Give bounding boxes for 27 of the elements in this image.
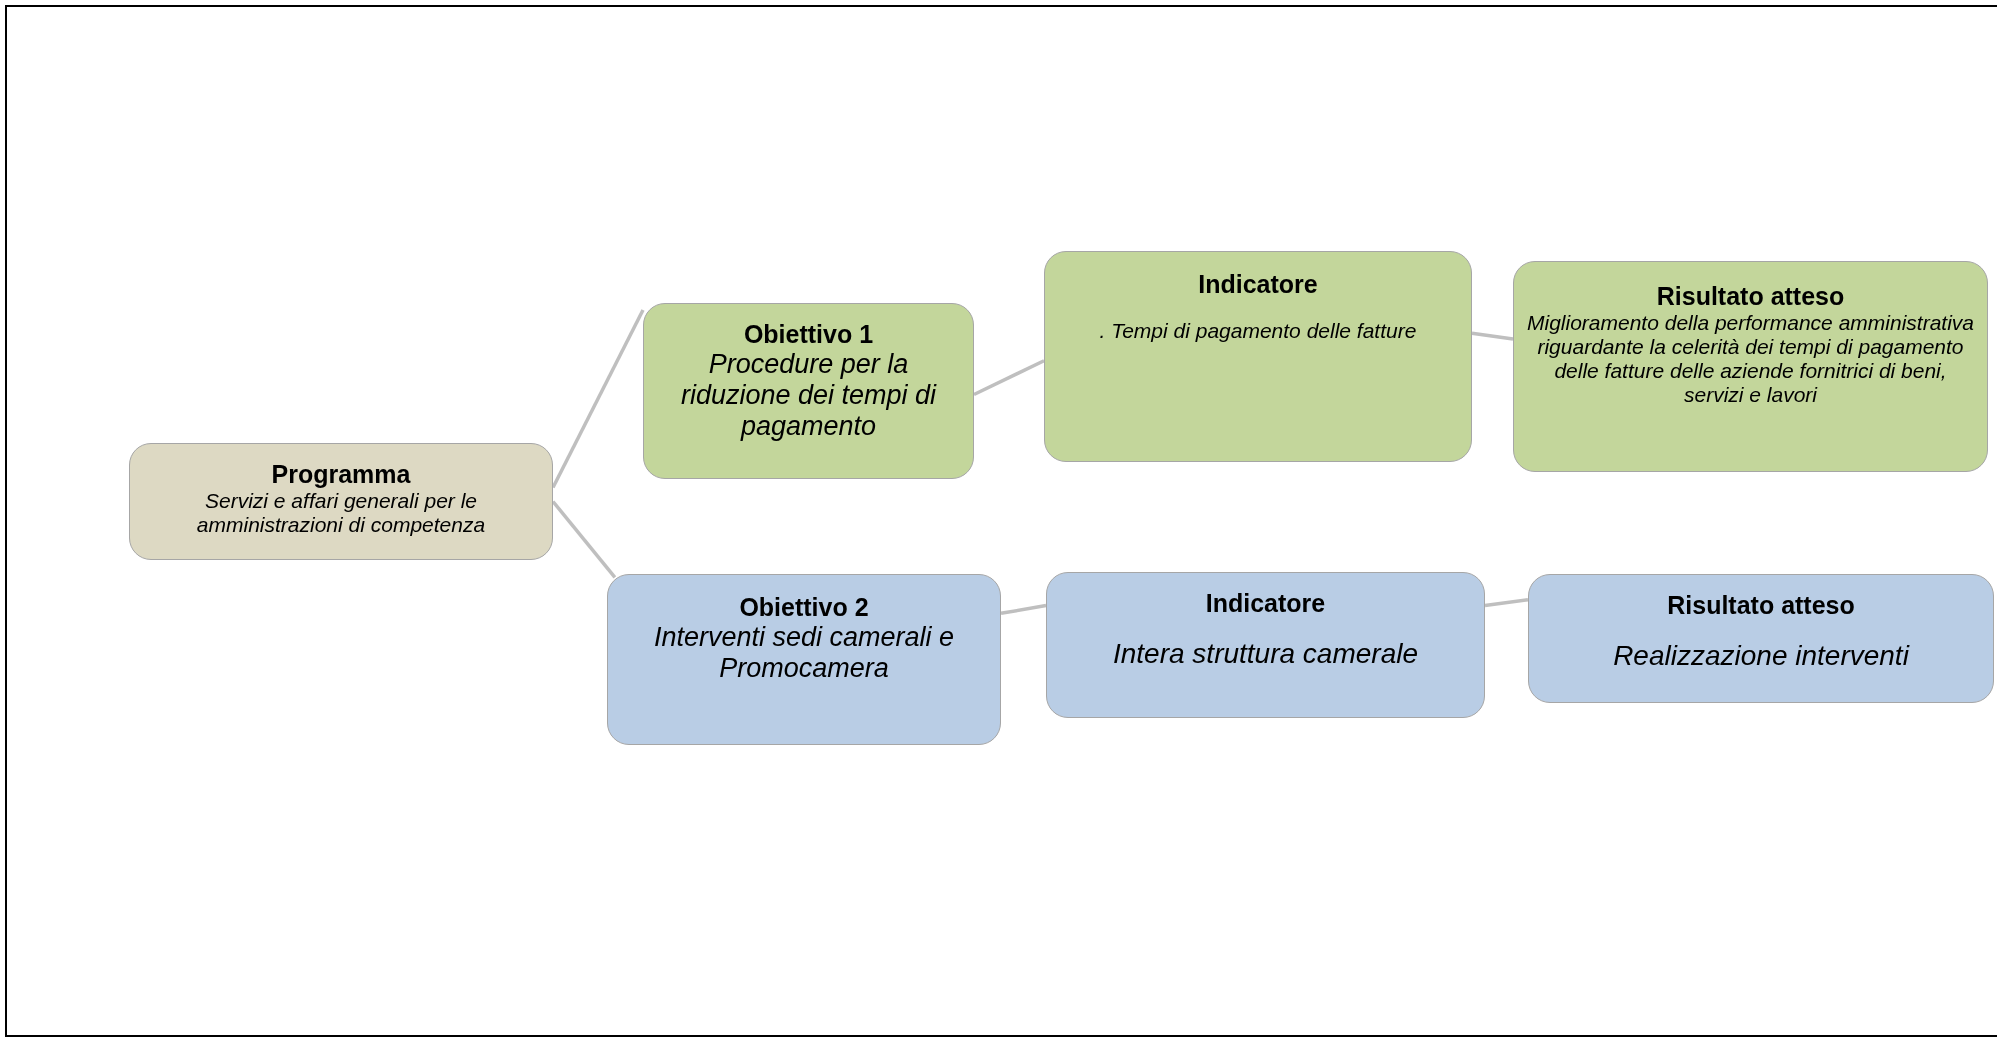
heading-text: Risultato atteso <box>1667 591 1855 620</box>
description-text: Miglioramento della performance amministrativa riguardante la celerità dei tempi di pagamento delle fatture delle aziende fornitrici di beni, servizi e lavori <box>1526 311 1975 407</box>
heading-text: Obiettivo 2 <box>739 593 869 622</box>
description-text: Interventi sedi camerali e Promocamera <box>652 622 956 684</box>
connector-line <box>1000 603 1047 616</box>
connector-line <box>551 309 645 489</box>
description-text: . Tempi di pagamento delle fatture <box>1099 319 1417 343</box>
connector-line <box>1484 598 1529 608</box>
rounded-box <box>1046 572 1485 718</box>
heading-text: Indicatore <box>1205 589 1326 618</box>
heading-text: Risultato atteso <box>1656 282 1845 311</box>
rounded-box <box>1044 251 1472 462</box>
connector-line <box>973 359 1045 397</box>
description-text: Procedure per la riduzione dei tempi di pagamento <box>679 349 938 442</box>
rounded-box <box>1528 574 1994 703</box>
rounded-box <box>607 574 1001 745</box>
description-text: Realizzazione interventi <box>1613 640 1909 672</box>
heading-text: Indicatore <box>1198 270 1318 299</box>
rounded-box <box>129 443 553 560</box>
heading-text: Programma <box>271 460 411 489</box>
rounded-box <box>643 303 974 479</box>
rounded-box <box>1513 261 1988 472</box>
connector-line <box>1471 331 1514 341</box>
description-text: Servizi e affari generali per le amministrazioni di competenza <box>195 489 487 537</box>
description-text: Intera struttura camerale <box>1113 638 1418 670</box>
heading-text: Obiettivo 1 <box>743 320 874 349</box>
connector-line <box>551 500 617 579</box>
